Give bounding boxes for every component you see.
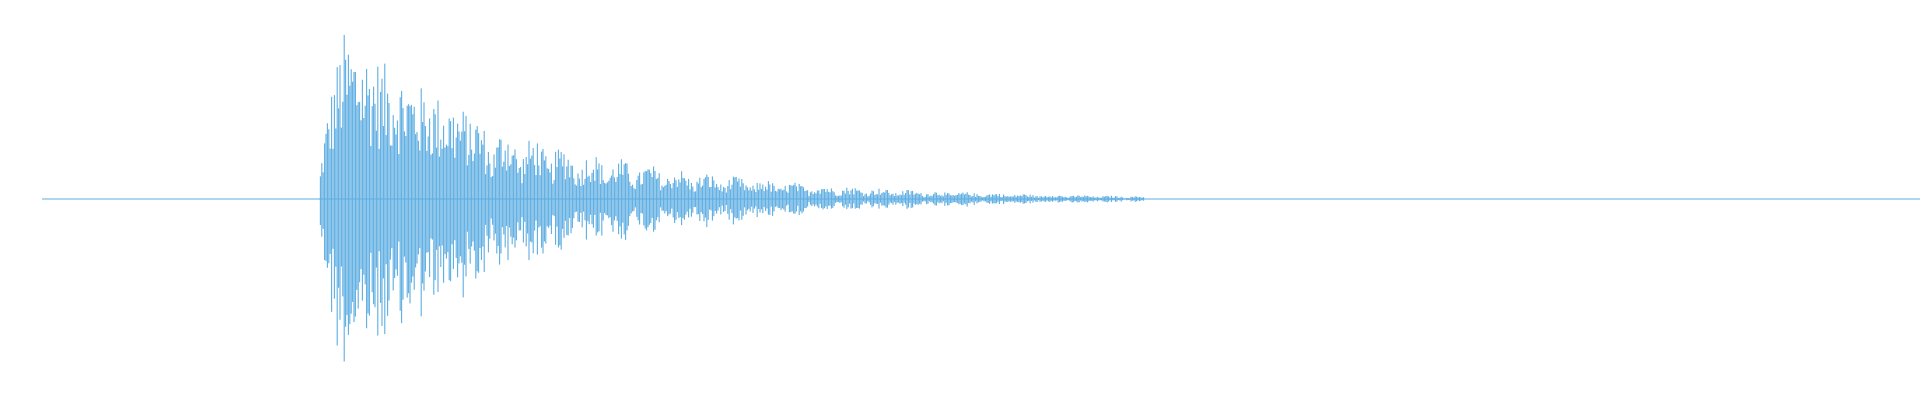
waveform-bars <box>318 34 1145 362</box>
